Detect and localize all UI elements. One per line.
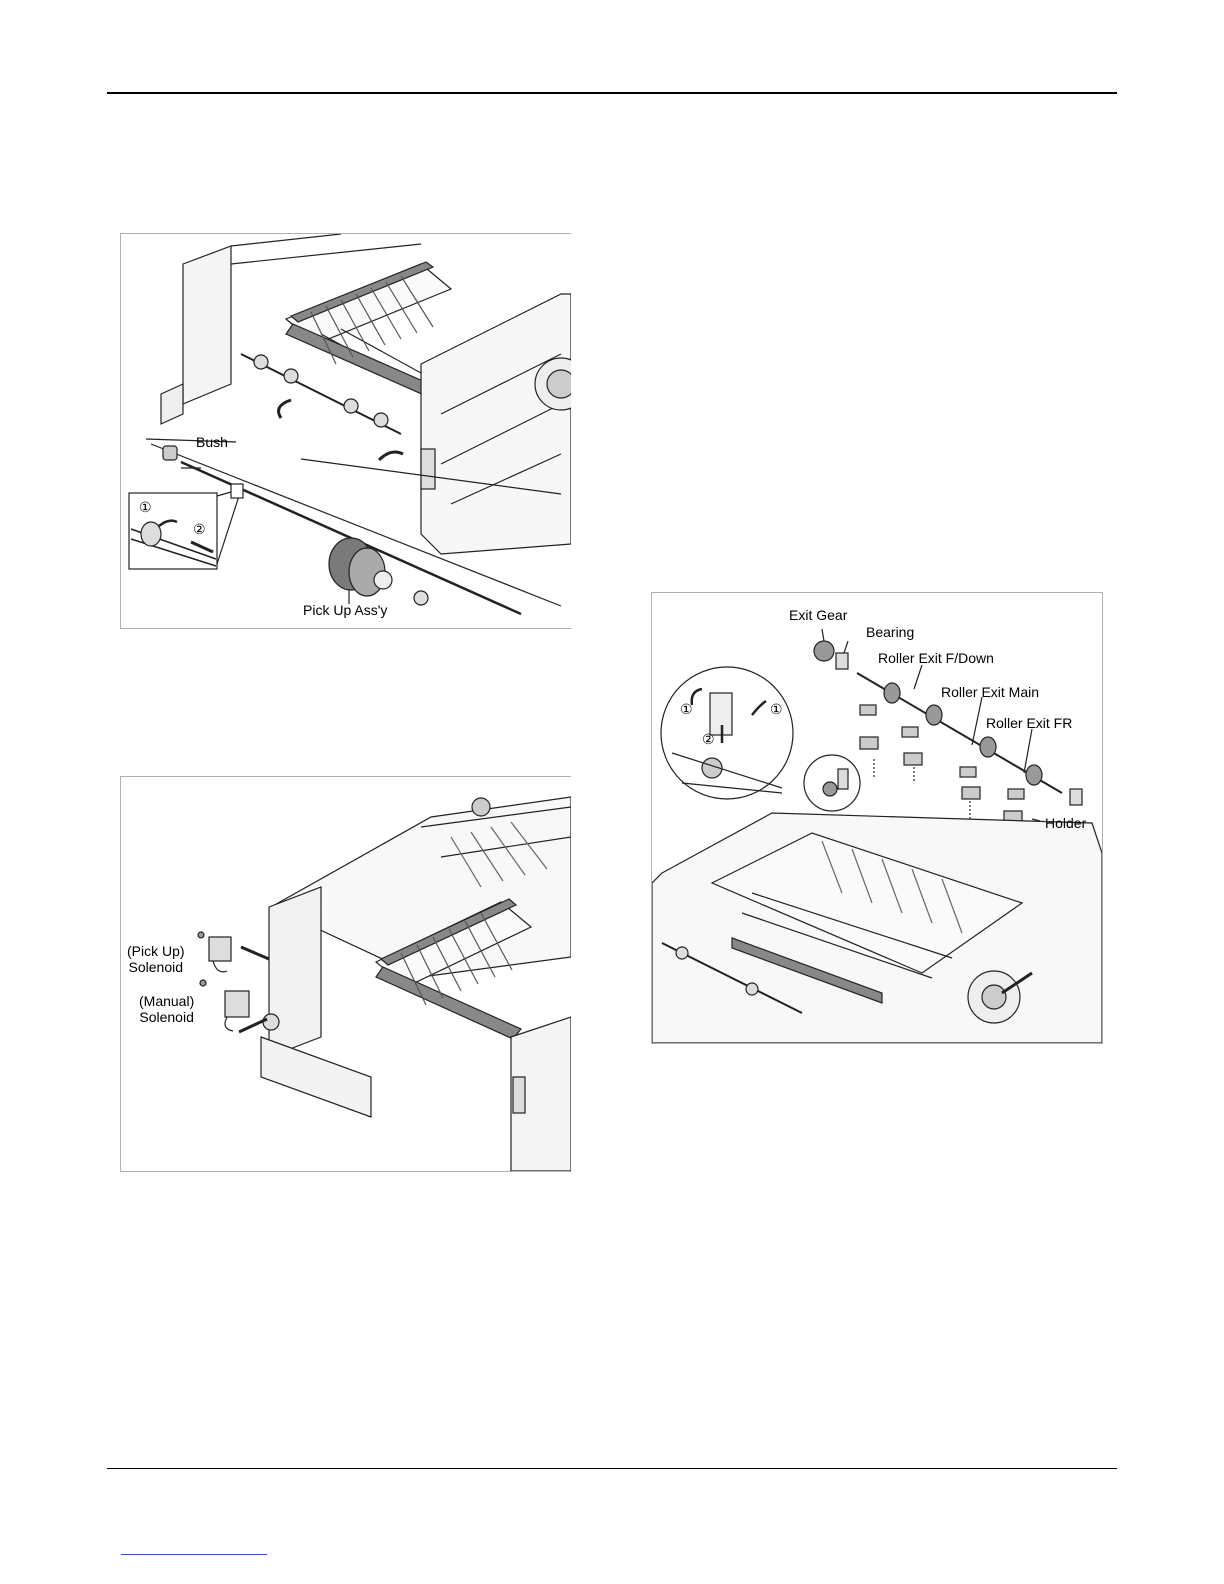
step-1-marker: ①: [139, 499, 152, 515]
pickup-solenoid-line1: (Pick Up): [127, 943, 185, 959]
figure-solenoids: (Pick Up) Solenoid (Manual) Solenoid: [120, 776, 571, 1172]
roller-exit-fr-label: Roller Exit FR: [986, 715, 1072, 731]
bush-label: Bush: [196, 434, 228, 450]
figure-pickup-assembly: Bush Pick Up Ass'y ① ②: [120, 233, 571, 629]
roller-exit-main-label: Roller Exit Main: [941, 684, 1039, 700]
step-2-marker: ②: [193, 521, 206, 537]
figure-exit-rollers: Exit Gear Bearing Roller Exit F/Down Rol…: [651, 592, 1103, 1044]
footer-link-underline[interactable]: [121, 1554, 267, 1555]
exit-rollers-drawing: [652, 593, 1102, 1043]
holder-label: Holder: [1045, 815, 1086, 831]
manual-solenoid-label: (Manual) Solenoid: [139, 993, 194, 1025]
roller-exit-fdown-label: Roller Exit F/Down: [878, 650, 994, 666]
manual-solenoid-line2: Solenoid: [139, 1009, 194, 1025]
pickup-assembly-drawing: [121, 234, 571, 628]
step-2-marker: ②: [702, 731, 715, 747]
pickup-solenoid-line2: Solenoid: [127, 959, 185, 975]
step-1-right-marker: ①: [770, 701, 783, 717]
pickup-solenoid-label: (Pick Up) Solenoid: [127, 943, 185, 975]
exit-gear-label: Exit Gear: [789, 607, 847, 623]
bearing-label: Bearing: [866, 624, 914, 640]
pickup-assembly-label: Pick Up Ass'y: [303, 602, 387, 618]
footer-rule: [107, 1468, 1117, 1469]
manual-solenoid-line1: (Manual): [139, 993, 194, 1009]
solenoid-drawing: [121, 777, 571, 1171]
step-1-left-marker: ①: [680, 701, 693, 717]
header-rule: [107, 92, 1117, 94]
